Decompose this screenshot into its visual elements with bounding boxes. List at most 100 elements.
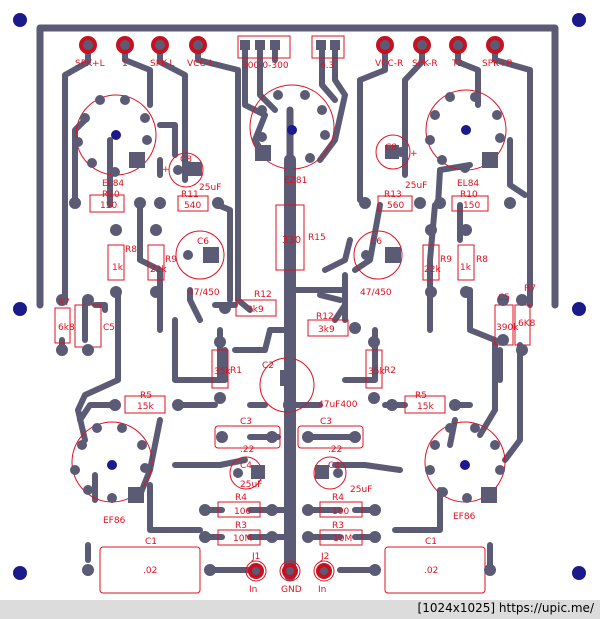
label-c2: C2 <box>262 361 274 371</box>
label-one: 1 <box>122 59 128 69</box>
label-spk-l-plus: SPK-L <box>150 59 174 69</box>
value-c4-right: 25uF <box>350 485 372 495</box>
value-c2: 47uF400 <box>318 400 358 410</box>
value-r1-left: 35k <box>214 367 231 377</box>
label-c4-right: C4 <box>328 461 340 471</box>
cap-c8-right-outline <box>375 134 411 170</box>
label-el84-left: EL84 <box>102 179 124 189</box>
label-r4-right: R4 <box>332 493 344 503</box>
value-r13-right: 560 <box>387 201 404 211</box>
label-c3-left: C3 <box>240 417 252 427</box>
mount-hole-tr <box>572 13 586 27</box>
value-r5-right: 15k <box>417 402 434 412</box>
label-vcc-r: VCC-R <box>375 59 403 69</box>
value-r9-left: 22k <box>150 265 167 275</box>
value-r10-left: 150 <box>100 201 117 211</box>
mount-hole-ml <box>13 302 27 316</box>
label-r8-right: R8 <box>476 255 488 265</box>
cap-c6-right-outline <box>353 230 403 280</box>
value-r8-left: 1k <box>112 263 124 273</box>
label-r12-left: R12 <box>254 290 272 300</box>
value-r12-right: 3k9 <box>318 325 335 335</box>
label-plus-left: + <box>162 165 170 175</box>
label-spk-r-plus: SPK+R <box>482 59 513 69</box>
value-r7-right: 6K8 <box>518 319 536 329</box>
label-r1-left: R1 <box>230 366 242 376</box>
label-r7-left: R7 <box>58 298 70 308</box>
copper-traces <box>36 24 559 581</box>
label-r13-right: R13 <box>384 190 402 200</box>
value-c6-right: 47/450 <box>360 288 392 298</box>
value-r2-right: 35k <box>368 367 385 377</box>
label-r10-left: R10 <box>102 190 120 200</box>
label-r9-left: R9 <box>165 255 177 265</box>
label-plus-right: + <box>410 149 418 159</box>
cap-c4-right-outline <box>313 456 347 490</box>
value-c6-left: 47/450 <box>188 288 220 298</box>
label-c3-right: C3 <box>320 417 332 427</box>
value-c5-right: 390k <box>496 323 519 333</box>
label-t2: T2 <box>451 59 463 69</box>
label-c1-right: C1 <box>425 537 437 547</box>
label-j2: J2 <box>320 552 329 562</box>
label-spk-r-minus: SPK-R <box>412 59 438 69</box>
label-c8-right: C8 <box>385 143 397 153</box>
label-c8-left: C8 <box>180 155 192 165</box>
label-r3-right: R3 <box>332 521 344 531</box>
value-r4-left: 100 <box>234 507 251 517</box>
label-j1: J1 <box>251 552 260 562</box>
value-c1-right: .02 <box>424 566 438 576</box>
value-r8-right: 1k <box>460 263 472 273</box>
mount-hole-bl <box>13 566 27 580</box>
label-r5-left: R5 <box>140 391 152 401</box>
footer-text[interactable]: [1024x1025] https://upic.me/ <box>417 601 594 615</box>
value-r4-right: 100 <box>332 507 349 517</box>
label-ef86-left: EF86 <box>103 516 126 526</box>
value-r11-left: 540 <box>184 201 201 211</box>
label-c6-left: C6 <box>197 237 209 247</box>
value-r3-right: 10M <box>333 534 352 544</box>
label-gnd: GND <box>281 585 302 595</box>
label-heater: 6.3 <box>320 61 334 71</box>
value-c4-left: 25uF <box>240 480 262 490</box>
label-vcc-l: VCC-L <box>187 59 214 69</box>
label-ef86-right: EF86 <box>453 512 476 522</box>
label-r9-right: R9 <box>440 255 452 265</box>
label-r10-right: R10 <box>460 190 478 200</box>
value-r3-left: 10M <box>233 534 252 544</box>
label-r5-right: R5 <box>415 391 427 401</box>
label-in-right: In <box>318 585 326 595</box>
value-c8-right: 25uF <box>405 181 427 191</box>
label-r12-right: R12 <box>316 312 334 322</box>
mount-hole-mr <box>572 302 586 316</box>
label-r8-left: R8 <box>125 245 137 255</box>
label-in-left: In <box>249 585 257 595</box>
label-c5-right: C5 <box>498 293 510 303</box>
value-r12-left: 3k9 <box>247 305 264 315</box>
label-spk-l-minus: SPK+L <box>75 59 105 69</box>
label-r2-right: R2 <box>384 366 396 376</box>
value-r7-left: 6k8 <box>58 323 75 333</box>
value-r15: 330 <box>282 235 301 246</box>
label-ez81: EZ81 <box>284 176 307 186</box>
value-c8-left: 25uF <box>199 183 221 193</box>
label-hv: 300-0-300 <box>242 61 289 71</box>
label-r15: R15 <box>308 233 326 243</box>
label-el84-right: EL84 <box>457 179 479 189</box>
value-c3-left: .22 <box>240 445 254 455</box>
cap-c6-left-outline <box>175 230 225 280</box>
label-c6-right: C6 <box>370 237 382 247</box>
mount-hole-tl <box>13 13 27 27</box>
value-r10-right: 150 <box>463 201 480 211</box>
value-c3-right: .22 <box>328 445 342 455</box>
mount-hole-br <box>572 566 586 580</box>
label-c4-left: C4 <box>240 461 252 471</box>
pcb-layout: SPK+L 1 SPK-L VCC-L 300-0-300 6.3 VCC-R … <box>13 13 586 595</box>
label-c5-left: C5 <box>103 323 115 333</box>
pads <box>56 36 528 579</box>
label-r11-left: R11 <box>181 190 199 200</box>
label-r3-left: R3 <box>235 521 247 531</box>
label-c1-left: C1 <box>145 537 157 547</box>
label-r4-left: R4 <box>235 493 247 503</box>
footer-bar: [1024x1025] https://upic.me/ <box>0 600 600 619</box>
